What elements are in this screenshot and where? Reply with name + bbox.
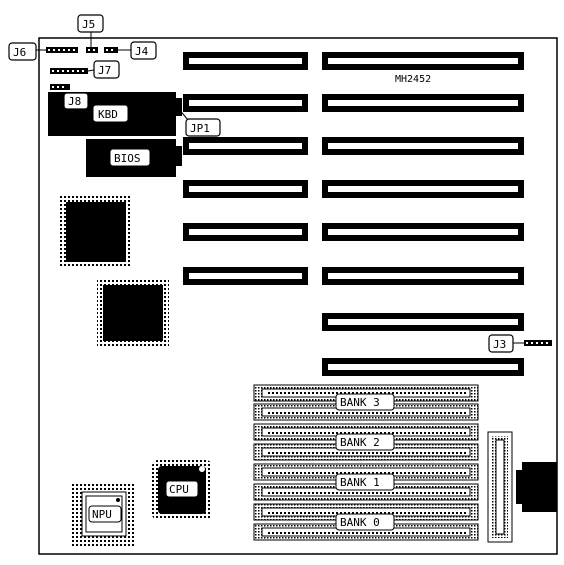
connector-j3: J3 — [488, 334, 552, 353]
svg-text:J6: J6 — [13, 46, 26, 59]
cpu-chip: CPU — [152, 460, 212, 520]
cpu-label-box — [165, 480, 199, 498]
callout-j8: J8 — [63, 92, 89, 110]
kbd-label: KBD — [98, 108, 118, 121]
power-connector — [487, 431, 513, 543]
svg-text:J3: J3 — [493, 338, 506, 351]
callout-jp1: JP1 — [177, 107, 221, 137]
svg-text:J5: J5 — [82, 18, 95, 31]
callout-j5: J5 — [77, 14, 104, 47]
callout-j7: J7 — [87, 60, 120, 79]
svg-text:J7: J7 — [98, 64, 111, 77]
jumper-j6 — [46, 47, 78, 53]
svg-text:BANK 3: BANK 3 — [340, 396, 380, 409]
cpu-label: CPU — [169, 483, 189, 496]
jumper-j8 — [50, 84, 70, 90]
board-model-label: MH2452 — [395, 74, 431, 85]
bios-label-box — [109, 148, 151, 167]
svg-text:JP1: JP1 — [190, 122, 210, 135]
kbd-label-box — [92, 104, 129, 123]
npu-label-box — [88, 505, 122, 523]
svg-text:J8: J8 — [68, 95, 81, 108]
memory-banks — [253, 384, 479, 541]
callout-j4: J4 — [118, 41, 157, 60]
bank-label-3: BANK 3 — [335, 393, 395, 411]
keyboard-controller: KBD — [48, 92, 182, 136]
svg-text:BANK 0: BANK 0 — [340, 516, 380, 529]
bios-chip: BIOS — [86, 139, 182, 177]
chipset-square-2 — [97, 279, 169, 347]
svg-text:BANK 1: BANK 1 — [340, 476, 380, 489]
svg-text:J4: J4 — [135, 45, 149, 58]
jumper-j5 — [86, 47, 98, 53]
bios-label: BIOS — [114, 152, 141, 165]
expansion-slots-left — [183, 52, 308, 285]
chipset-square-1 — [60, 196, 132, 268]
bank-label-0: BANK 0 — [335, 513, 395, 531]
callout-j6: J6 — [8, 42, 46, 61]
npu-label: NPU — [92, 508, 112, 521]
keyboard-connector — [516, 462, 557, 512]
bank-label-2: BANK 2 — [335, 433, 395, 451]
bank-label-1: BANK 1 — [335, 473, 395, 491]
expansion-slots-right — [322, 52, 524, 376]
npu-socket: NPU — [72, 482, 136, 546]
svg-text:BANK 2: BANK 2 — [340, 436, 380, 449]
jumper-headers-top — [46, 47, 118, 90]
